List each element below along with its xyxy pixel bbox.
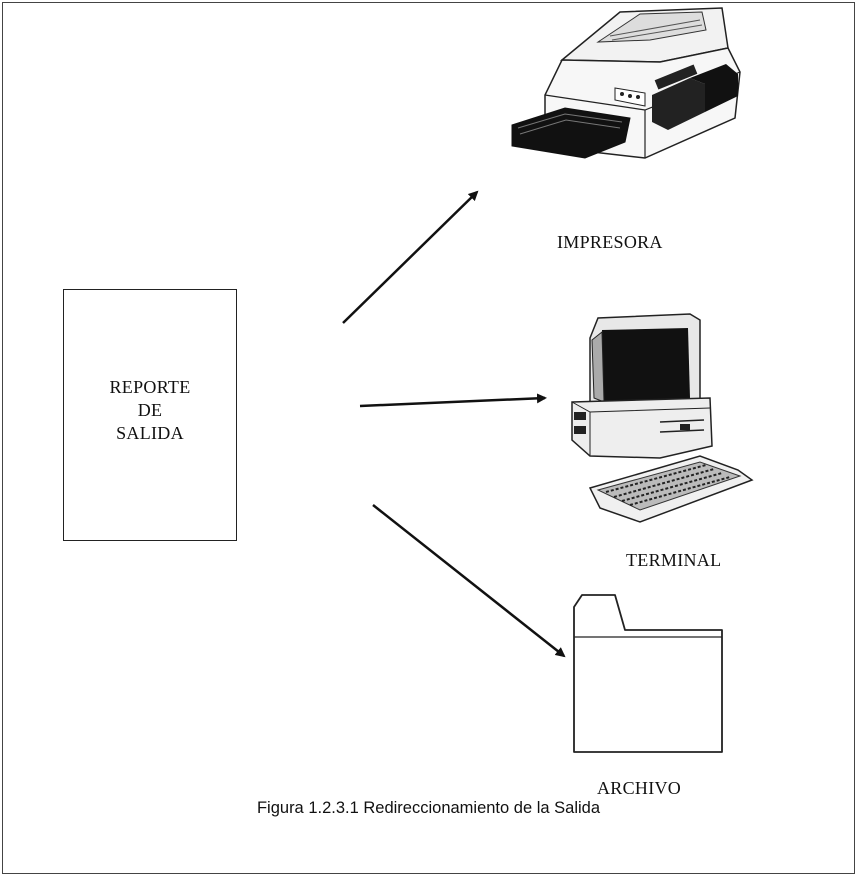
file-label: ARCHIVO [597,778,682,798]
report-line-3: SALIDA [116,423,184,443]
arrow-to-printer [342,190,479,324]
printer-icon [511,7,741,159]
computer-terminal-icon [571,313,754,523]
report-label: REPORTE DE SALIDA [64,376,236,445]
terminal-label: TERMINAL [626,550,722,570]
output-report-box: REPORTE DE SALIDA [63,289,237,541]
folder-icon [573,594,723,753]
report-line-1: REPORTE [109,377,191,397]
report-line-2: DE [137,400,163,420]
arrow-to-terminal [359,393,547,408]
figure-caption: Figura 1.2.3.1 Redireccionamiento de la … [256,799,601,817]
printer-label: IMPRESORA [557,232,663,252]
arrow-to-file [372,504,566,658]
